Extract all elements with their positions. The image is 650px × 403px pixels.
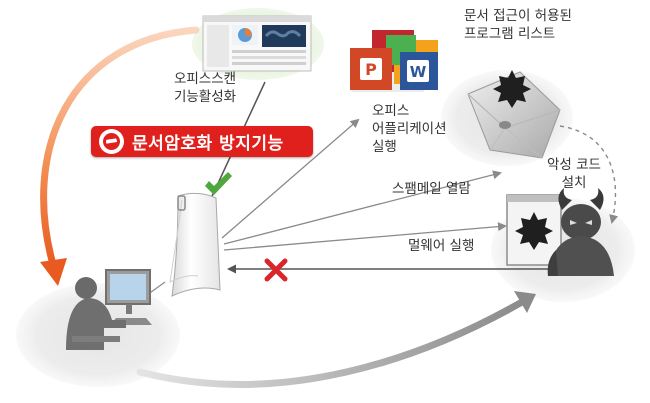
user-at-computer-icon [66, 269, 152, 350]
arrow-document-to-malware [223, 222, 507, 251]
office-app-line-3: 실행 [372, 139, 397, 155]
allowed-programs-line-1: 문서 접근이 허용된 [464, 8, 572, 24]
trend-micro-logo-icon [99, 129, 124, 154]
svg-text:P: P [365, 60, 377, 79]
malware-install-line-2: 설치 [561, 175, 587, 191]
office-scan-line-2: 기능활성화 [173, 89, 237, 105]
allowed-programs-label: 문서 접근이 허용된 프로그램 리스트 [464, 7, 572, 43]
orange-flow-arrow [40, 26, 200, 272]
malware-hacker-icon [547, 188, 614, 276]
email-envelope-icon [467, 70, 561, 159]
office-scan-label: 오피스스캔 기능활성화 [162, 70, 248, 106]
malware-window-icon [506, 194, 562, 266]
document-encryption-prevention-banner: 문서암호화 방지기능 [91, 126, 313, 157]
malware-run-label: 멀웨어 실행 [408, 238, 475, 254]
checkmark-icon [205, 172, 232, 195]
office-apps-icon: P W [350, 30, 438, 92]
gray-flow-arrow [136, 298, 526, 388]
dashboard-screenshot-icon [202, 15, 312, 72]
document-icon [169, 192, 221, 297]
allowed-programs-line-2: 프로그램 리스트 [464, 26, 556, 42]
blocked-x-icon [264, 258, 288, 282]
office-scan-line-1: 오피스스캔 [173, 71, 237, 87]
gray-flow-arrowhead [514, 291, 536, 313]
svg-text:W: W [410, 63, 427, 81]
arrow-document-to-office [221, 118, 360, 239]
arrow-document-to-email [223, 170, 502, 245]
office-app-label: 오피스 어플리케이션 실행 [372, 102, 447, 156]
orange-flow-arrowhead [40, 258, 67, 286]
malware-install-line-1: 악성 코드 [547, 157, 601, 173]
malware-install-label: 악성 코드 설치 [534, 156, 614, 192]
banner-text: 문서암호화 방지기능 [132, 134, 284, 154]
office-app-line-2: 어플리케이션 [372, 121, 447, 137]
office-app-line-1: 오피스 [372, 103, 410, 119]
dashed-arrow-install [559, 125, 618, 224]
spam-open-label: 스팸메일 열람 [392, 181, 471, 197]
